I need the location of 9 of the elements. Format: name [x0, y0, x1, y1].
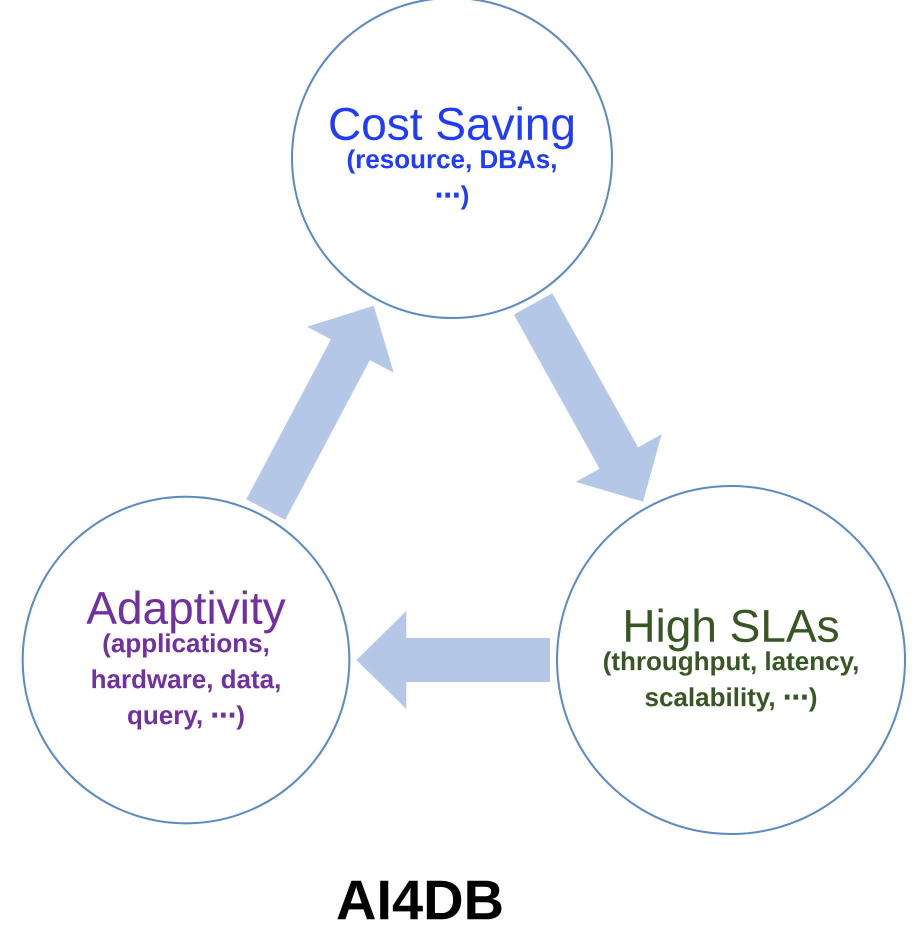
- circle-heading: High SLAs: [626, 608, 838, 652]
- circle: [22, 496, 350, 824]
- circle-body: (resource, DBAs, ⋯): [348, 149, 556, 210]
- circle-heading: Adaptivity: [86, 590, 286, 634]
- circle-heading: Cost Saving: [330, 106, 573, 150]
- circle-body: (throughput, latency, scalability, ⋯): [604, 651, 858, 712]
- circle: [556, 485, 906, 835]
- title: AI4DB: [337, 880, 502, 920]
- circle-body: (applications, hardware, data, query, ⋯): [92, 633, 280, 730]
